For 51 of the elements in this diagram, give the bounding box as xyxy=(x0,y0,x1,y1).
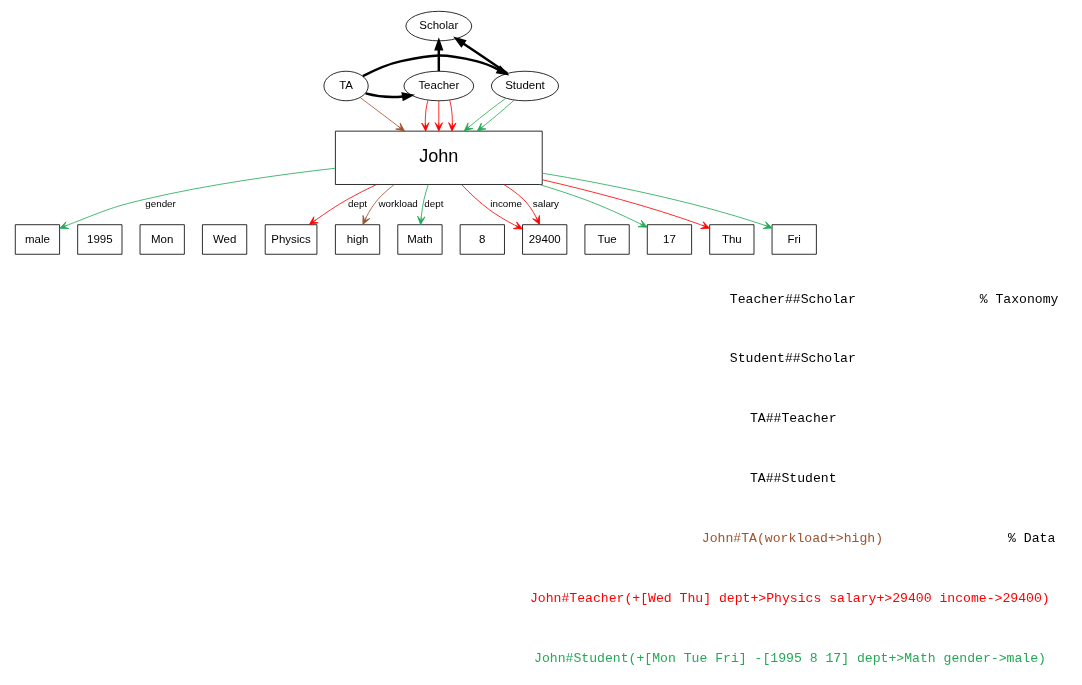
arrow xyxy=(503,184,540,225)
node-box: Tue xyxy=(584,224,630,255)
label: Teacher##Scholar xyxy=(729,291,856,307)
label: John#Student(+[Mon Tue Fri] -[1995 8 17] dept+>Math gender->male) xyxy=(534,651,1046,667)
arrow xyxy=(421,99,430,132)
node-box: Wed xyxy=(202,224,248,255)
arrow xyxy=(362,184,395,225)
label: TA##Student xyxy=(749,471,837,487)
arrow xyxy=(434,100,443,132)
node-box: Math xyxy=(397,224,443,255)
node-box: Physics xyxy=(264,224,318,255)
node-box: Thu xyxy=(709,224,755,255)
arrow xyxy=(476,99,515,132)
edge-label: dept xyxy=(424,198,444,210)
node-box: 29400 xyxy=(522,224,568,255)
label: John#Teacher(+[Wed Thu] dept+>Physics salary+>29400 income->29400) xyxy=(529,591,1050,607)
node-ellipse: Student xyxy=(491,70,559,102)
label: TA##Teacher xyxy=(749,411,837,427)
node-ellipse: TA xyxy=(323,70,369,102)
arrow xyxy=(453,36,508,75)
node-box: Fri xyxy=(771,224,817,255)
node-ellipse: Scholar xyxy=(405,10,473,42)
arrow xyxy=(463,97,507,132)
label: % Taxonomy xyxy=(979,291,1059,307)
node-box: high xyxy=(334,224,381,255)
label: Student##Scholar xyxy=(729,351,856,367)
edge-label: dept xyxy=(347,198,368,210)
node-box: 8 xyxy=(459,224,505,255)
arrow xyxy=(417,184,429,226)
node-box: Mon xyxy=(139,224,185,255)
arrow xyxy=(539,184,648,228)
arrow xyxy=(359,97,405,132)
arrow xyxy=(541,172,773,229)
arrow xyxy=(434,37,444,72)
arrow xyxy=(542,179,710,229)
edge-label: workload xyxy=(378,198,418,210)
arrow xyxy=(448,99,457,132)
edge-label: income xyxy=(490,198,522,210)
label: John#TA(workload+>high) xyxy=(701,531,884,547)
node-box: male xyxy=(14,224,60,255)
arrow xyxy=(461,184,523,230)
arrow xyxy=(59,167,336,230)
edge-label: gender xyxy=(145,198,176,210)
arrow xyxy=(308,184,377,226)
label: % Data xyxy=(1008,531,1056,547)
node-box: John xyxy=(334,130,543,185)
edge-label: salary xyxy=(532,198,560,210)
node-box: 17 xyxy=(646,224,693,255)
arrow xyxy=(362,54,510,78)
node-box: 1995 xyxy=(77,224,123,255)
arrow xyxy=(365,92,416,102)
